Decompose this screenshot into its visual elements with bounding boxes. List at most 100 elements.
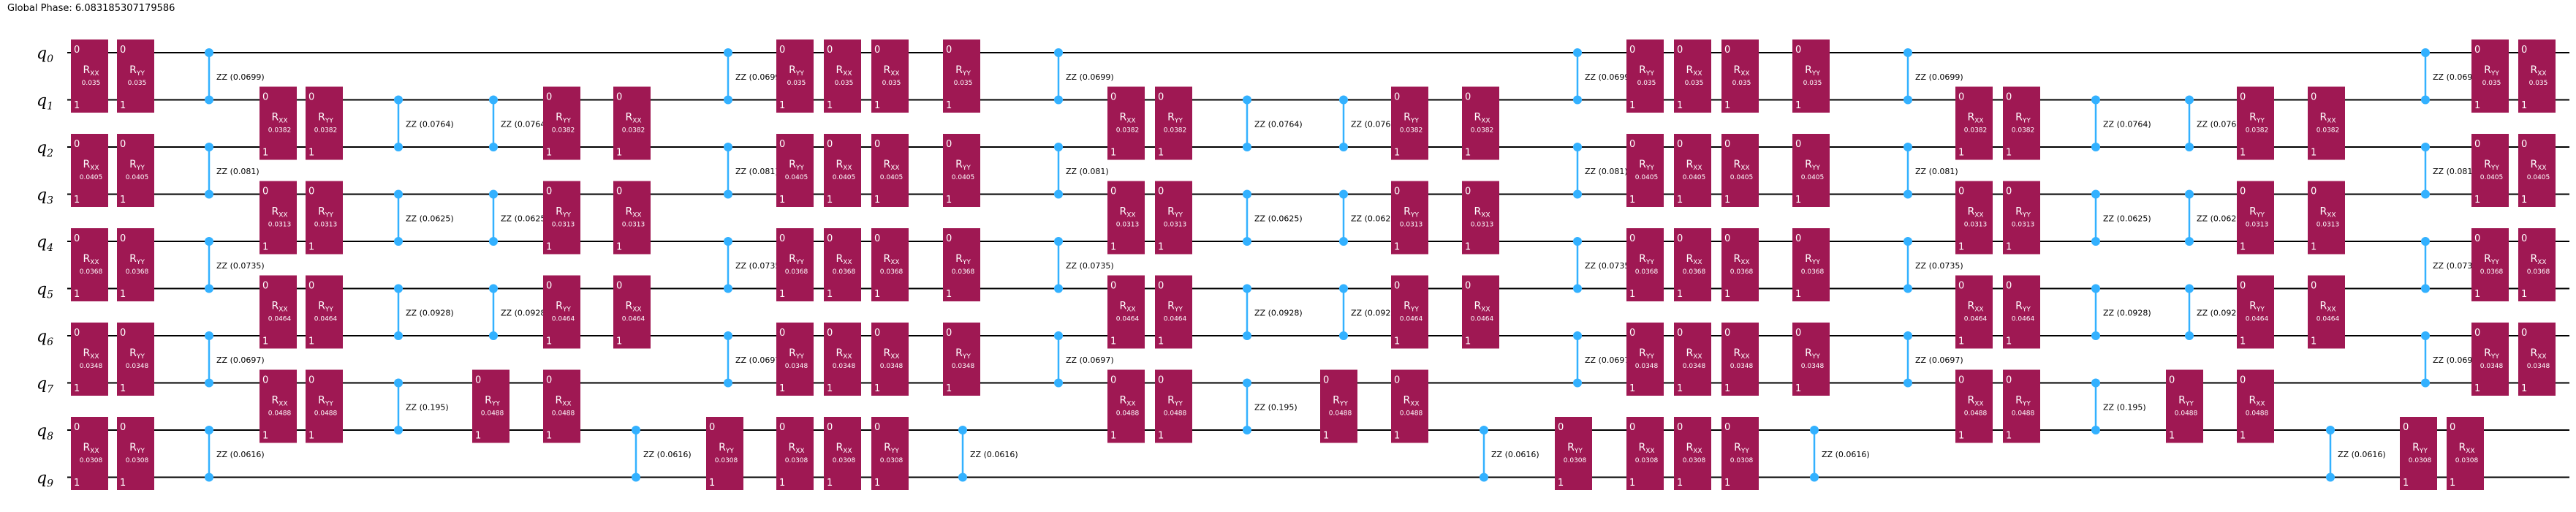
gate-box (776, 323, 814, 396)
gate-box (1391, 275, 1428, 349)
gate-box (1674, 417, 1711, 490)
gate-box (2237, 369, 2274, 443)
zz-gate: ZZ (0.0928) (1339, 284, 1399, 340)
gate-port-1: 1 (2474, 100, 2480, 111)
gate-port-0: 0 (1677, 45, 1683, 56)
zz-gate: ZZ (0.0928) (1243, 284, 1303, 340)
gate-param-label: 0.0405 (833, 174, 856, 181)
zz-angle-label: ZZ (0.0699) (1585, 72, 1633, 82)
zz-control-dot (724, 95, 732, 105)
gate-port-0: 0 (2521, 328, 2527, 339)
gate-port-1: 1 (2311, 148, 2316, 159)
gate-param-label: 0.0488 (552, 410, 575, 418)
zz-gate: ZZ (0.0735) (1573, 237, 1633, 293)
gate-port-1: 1 (2006, 431, 2012, 442)
gate-port-0: 0 (2240, 375, 2246, 386)
gate-box (871, 323, 909, 396)
gate-box (1792, 228, 1830, 301)
gate-port-0: 0 (74, 139, 80, 150)
gate-box (117, 323, 154, 396)
gate-param-label: 0.0313 (268, 222, 292, 229)
zz-angle-label: ZZ (0.0735) (1915, 261, 1963, 271)
zz-gate: ZZ (0.0625) (489, 189, 549, 246)
zz-gate: ZZ (0.0699) (1903, 48, 1963, 105)
gate-port-1: 1 (779, 478, 785, 489)
gate-port-1: 1 (946, 100, 952, 111)
zz-control-dot (1054, 48, 1063, 57)
gate-box (824, 228, 861, 301)
gate-port-0: 0 (1724, 233, 1730, 244)
gate-port-1: 1 (2006, 242, 2012, 253)
zz-angle-label: ZZ (0.081) (1585, 167, 1628, 176)
gate-port-0: 0 (1465, 92, 1471, 103)
zz-gate: ZZ (0.0699) (1054, 48, 1114, 105)
zz-angle-label: ZZ (0.0764) (1351, 120, 1399, 129)
gate-box (943, 228, 980, 301)
zz-control-dot (1903, 378, 1912, 388)
gate-param-label: 0.0464 (1164, 316, 1187, 323)
gate-port-0: 0 (709, 422, 715, 433)
gate-param-label: 0.0488 (314, 410, 338, 418)
gate-port-0: 0 (2006, 92, 2012, 103)
gate-port-0: 0 (1110, 281, 1116, 292)
gate-box (117, 134, 154, 207)
gate-box (2518, 39, 2556, 113)
gate-port-1: 1 (546, 148, 552, 159)
gate-box (871, 134, 909, 207)
gate-param-label: 0.0313 (2012, 222, 2035, 229)
gate-param-label: 0.0313 (622, 222, 645, 229)
gate-port-1: 1 (74, 478, 80, 489)
gate-port-1: 1 (2474, 195, 2480, 206)
gate-box (706, 417, 743, 490)
gate-box (117, 228, 154, 301)
gate-port-0: 0 (1795, 328, 1801, 339)
gate-param-label: 0.0348 (80, 363, 103, 370)
gate-port-1: 1 (1629, 195, 1635, 206)
gate-param-label: 0.0382 (1164, 127, 1187, 135)
zz-control-dot (1054, 378, 1063, 388)
gate-port-1: 1 (779, 289, 785, 300)
gate-port-0: 0 (1465, 281, 1471, 292)
gate-box (1955, 369, 1993, 443)
gate-box (2003, 275, 2040, 349)
zz-gate: ZZ (0.0625) (1339, 189, 1399, 246)
gate-param-label: 0.0368 (1730, 268, 1754, 276)
gate-port-1: 1 (1795, 195, 1801, 206)
zz-control-dot (205, 48, 213, 57)
gate-port-1: 1 (546, 431, 552, 442)
zz-control-dot (2091, 95, 2100, 105)
zz-control-dot (1054, 143, 1063, 151)
gate-box (1462, 181, 1499, 255)
gate-param-label: 0.0464 (2316, 316, 2340, 323)
zz-control-dot (2091, 237, 2100, 246)
zz-control-dot (2421, 378, 2430, 388)
zz-gate: ZZ (0.081) (1054, 143, 1109, 199)
gate-param-label: 0.0382 (2012, 127, 2035, 135)
zz-gate: ZZ (0.0764) (2185, 95, 2245, 151)
gate-param-label: 0.0308 (1683, 457, 1706, 464)
gate-param-label: 0.035 (1803, 80, 1822, 87)
gate-box (871, 39, 909, 113)
zz-angle-label: ZZ (0.081) (1066, 167, 1109, 176)
gate-port-0: 0 (779, 328, 785, 339)
gate-port-1: 1 (2311, 336, 2316, 347)
